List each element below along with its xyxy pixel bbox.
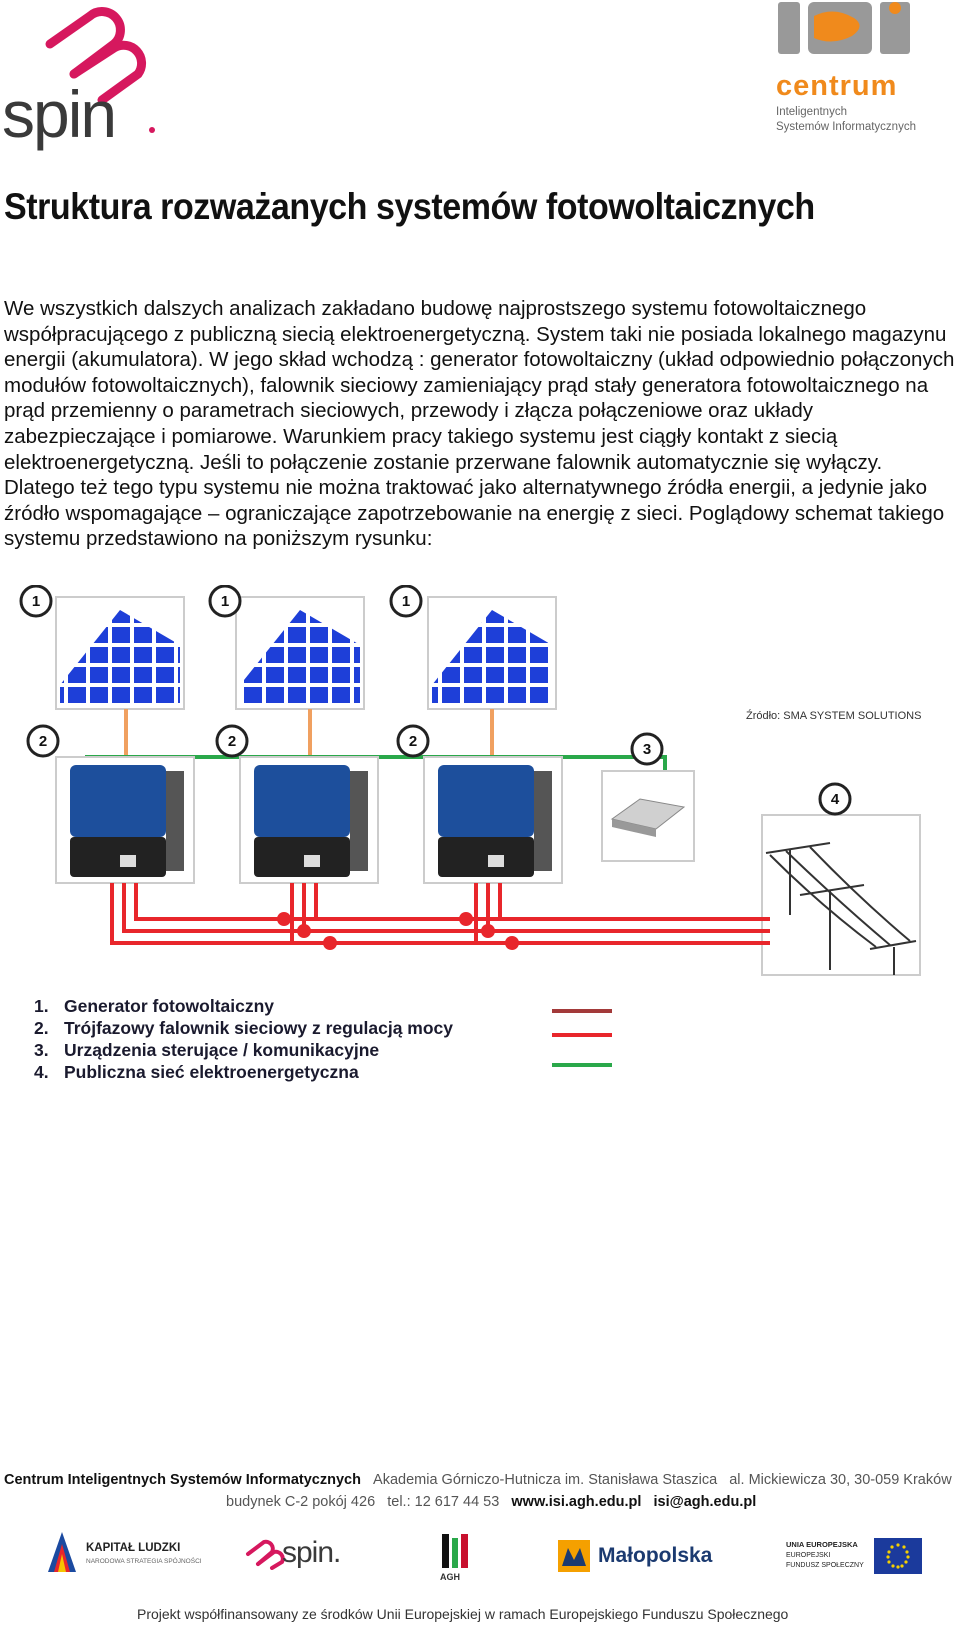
- spin-logo: spin: [2, 4, 162, 151]
- pv-system-diagram-svg: 1 1 1 2 2 2 3 4 Źródło: SMA SYSTEM SOLUT…: [19, 584, 921, 1067]
- legend-num: 2.: [34, 1018, 49, 1038]
- isi-logo-icon: [778, 2, 910, 54]
- footer-line-2: budynek C-2 pokój 426 tel.: 12 617 44 53…: [226, 1494, 756, 1510]
- inverter-3: [423, 756, 563, 884]
- isi-logo-centrum: centrum: [776, 70, 898, 102]
- legend-num: 3.: [34, 1040, 49, 1060]
- footer-org: Centrum Inteligentnych Systemów Informat…: [4, 1472, 361, 1488]
- agh-logo: AGH: [440, 1532, 480, 1586]
- pv-system-diagram: 1 1 1 2 2 2 3 4 Źródło: SMA SYSTEM SOLUT…: [0, 584, 960, 1085]
- grid-poles: [761, 814, 921, 976]
- legend-text: Urządzenia sterujące / komunikacyjne: [64, 1040, 380, 1060]
- spin-footer-icon: [246, 1539, 285, 1570]
- badge-1-label: 1: [32, 593, 40, 610]
- footer-email-link[interactable]: isi@agh.edu.pl: [653, 1494, 757, 1510]
- ue-text-3: FUNDUSZ SPOŁECZNY: [786, 1562, 864, 1569]
- ue-text-2: EUROPEJSKI: [786, 1552, 831, 1559]
- badge-2-label: 2: [228, 733, 236, 750]
- isi-logo: centrum Inteligentnych Systemów Informat…: [774, 0, 960, 140]
- badge-3-label: 3: [643, 741, 651, 758]
- page-title: Struktura rozważanych systemów fotowolta…: [4, 186, 815, 227]
- badge-2-label: 2: [409, 733, 417, 750]
- footer-uni: Akademia Górniczo-Hutnicza im. Stanisław…: [373, 1472, 718, 1488]
- ue-text-1: UNIA EUROPEJSKA: [786, 1540, 858, 1549]
- pv-panel-3: [427, 596, 557, 710]
- inverter-1: [55, 756, 195, 884]
- footer-www-link[interactable]: www.isi.agh.edu.pl: [511, 1494, 642, 1510]
- footer-project-note: Projekt współfinansowany ze środków Unii…: [137, 1606, 789, 1622]
- legend-text: Generator fotowoltaiczny: [64, 996, 275, 1016]
- ue-efs-logo: UNIA EUROPEJSKA EUROPEJSKI FUNDUSZ SPOŁE…: [786, 1538, 960, 1578]
- inverter-2: [239, 756, 379, 884]
- diagram-source: Źródło: SMA SYSTEM SOLUTIONS: [746, 709, 921, 722]
- comm-device: [601, 770, 695, 862]
- kl-text: KAPITAŁ LUDZKI: [86, 1542, 181, 1554]
- pv-panel-1: [55, 596, 185, 710]
- legend-item: 2. Trójfazowy falownik sieciowy z regulac…: [34, 1018, 453, 1039]
- legend-item: 1. Generator fotowoltaiczny: [34, 996, 274, 1017]
- badge-2-label: 2: [39, 733, 47, 750]
- spin-logo-text: spin: [2, 77, 117, 151]
- pv-panel-2: [235, 596, 365, 710]
- isi-logo-sub1: Inteligentnych: [776, 106, 847, 118]
- legend-item: 4. Publiczna sieć elektroenergetyczna: [34, 1062, 359, 1083]
- legend-num: 4.: [34, 1062, 49, 1082]
- eu-flag-icon: [874, 1538, 922, 1574]
- agh-icon: [442, 1534, 468, 1568]
- legend-item: 3. Urządzenia sterujące / komunikacyjne: [34, 1040, 379, 1061]
- footer-building: budynek C-2 pokój 426: [226, 1494, 376, 1510]
- agh-text: AGH: [440, 1572, 460, 1582]
- badge-4-label: 4: [831, 791, 840, 808]
- badge-1-label: 1: [221, 593, 229, 610]
- malopolska-logo: Małopolska: [558, 1540, 728, 1576]
- isi-logo-sub2: Systemów Informatycznych: [776, 121, 916, 133]
- kapital-ludzki-icon: [48, 1532, 76, 1572]
- badge-1: [19, 584, 423, 618]
- kapital-ludzki-logo: KAPITAŁ LUDZKI NARODOWA STRATEGIA SPÓJNO…: [46, 1530, 202, 1580]
- spin-logo-icon: [45, 7, 155, 133]
- badge-1-label: 1: [402, 593, 410, 610]
- malopolska-text: Małopolska: [598, 1544, 713, 1567]
- footer-tel: tel.: 12 617 44 53: [387, 1494, 500, 1510]
- footer-line-1: Centrum Inteligentnych Systemów Informat…: [4, 1472, 960, 1488]
- legend-num: 1.: [34, 996, 49, 1016]
- spin-footer-logo: spin.: [244, 1536, 364, 1576]
- legend-text: Publiczna sieć elektroenergetyczna: [64, 1062, 359, 1082]
- legend-text: Trójfazowy falownik sieciowy z regulacją…: [64, 1018, 454, 1038]
- spin-footer-text: spin.: [282, 1536, 341, 1569]
- malopolska-icon: [558, 1540, 590, 1572]
- intro-paragraph: We wszystkich dalszych analizach zakłada…: [4, 297, 955, 551]
- kl-sub: NARODOWA STRATEGIA SPÓJNOŚCI: [86, 1558, 202, 1565]
- footer-address: al. Mickiewicza 30, 30-059 Kraków: [729, 1472, 952, 1488]
